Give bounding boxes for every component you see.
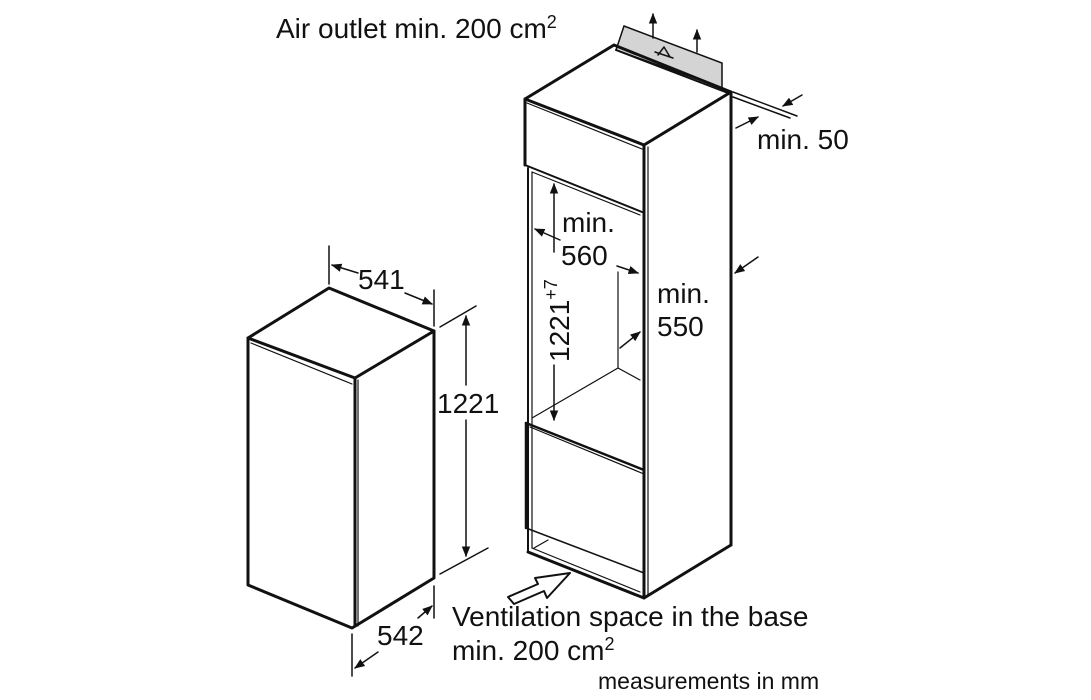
appliance-depth-dimension xyxy=(351,585,435,677)
gap-min-50-label: min. 50 xyxy=(757,124,849,155)
niche-depth-dimension xyxy=(619,256,759,349)
ventilation-inlet-arrow xyxy=(507,572,571,605)
niche-width-value: 560 xyxy=(561,240,608,271)
appliance-height-label: 1221 xyxy=(437,388,499,419)
appliance-width-label: 541 xyxy=(358,264,405,295)
air-outlet-label: Air outlet min. 200 cm2 xyxy=(276,12,557,44)
appliance-height-dimension xyxy=(439,305,489,575)
niche-width-dimension xyxy=(534,228,639,274)
niche-depth-value: 550 xyxy=(657,311,704,342)
niche-height-label: 1221+7 xyxy=(541,279,575,362)
gap-min-50-dimension xyxy=(732,91,803,129)
appliance-width-dimension xyxy=(328,245,435,327)
niche-depth-min-label: min. xyxy=(657,278,710,309)
appliance-depth-label: 542 xyxy=(377,620,424,651)
ventilation-label-line2: min. 200 cm2 xyxy=(452,634,615,666)
air-outlet-arrows xyxy=(648,12,702,53)
units-note: measurements in mm xyxy=(598,668,819,694)
niche-width-min-label: min. xyxy=(562,207,615,238)
appliance-box xyxy=(246,286,436,630)
tall-cabinet xyxy=(523,43,733,600)
ventilation-label-line1: Ventilation space in the base xyxy=(452,601,808,632)
